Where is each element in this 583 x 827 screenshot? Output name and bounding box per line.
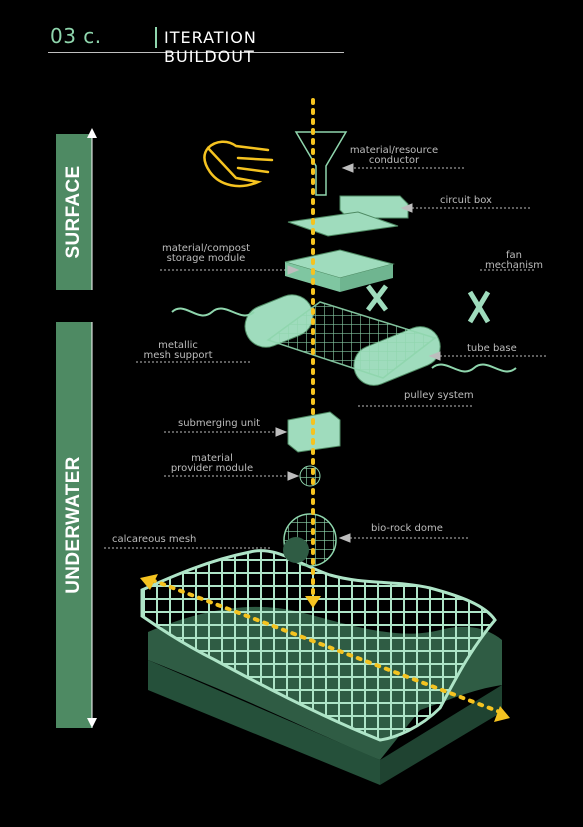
- label-submerging-unit: submerging unit: [178, 418, 261, 429]
- zone-surface: SURFACE: [56, 134, 92, 290]
- leader-arrowheads: [275, 163, 441, 543]
- compost-storage-module: [284, 249, 395, 292]
- funnel-icon: [294, 131, 348, 196]
- page-title: ITERATION BUILDOUT: [164, 28, 257, 66]
- fan-icon: [366, 284, 491, 324]
- calcareous-mesh: [140, 549, 497, 742]
- flow-arrows: [140, 98, 510, 722]
- double-arrow-icon: [87, 128, 97, 728]
- label-tube-base: tube base: [467, 343, 517, 354]
- zone-underwater: UNDERWATER: [56, 322, 92, 728]
- material-provider-module: [299, 465, 321, 487]
- page-header: 03 c. ITERATION BUILDOUT: [48, 22, 344, 66]
- circuit-box: [287, 195, 409, 237]
- label-pulley-system: pulley system: [404, 390, 474, 401]
- bio-rock-dome: [283, 513, 337, 567]
- label-bio-rock-dome: bio-rock dome: [371, 523, 443, 534]
- leader-lines: [104, 167, 548, 549]
- water-waves: [171, 307, 517, 373]
- metallic-mesh-support: [266, 301, 437, 379]
- label-calcareous-mesh: calcareous mesh: [112, 534, 197, 545]
- label-circuit-box: circuit box: [440, 195, 492, 206]
- hand-icon: [203, 140, 274, 188]
- header-divider: [155, 27, 157, 48]
- section-number: 03 c.: [50, 24, 102, 48]
